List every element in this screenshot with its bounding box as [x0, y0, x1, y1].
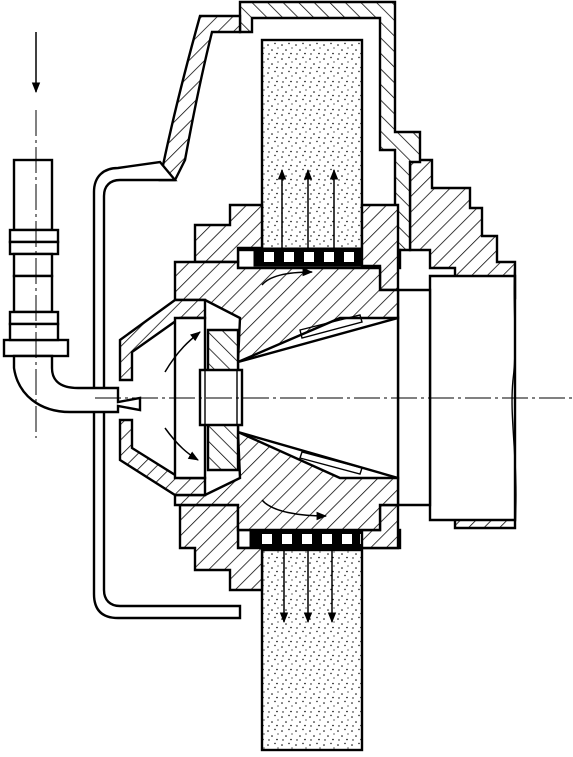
flow-arrow-icon [261, 499, 328, 521]
coolant-flow-arrows [31, 32, 339, 624]
spindle-break-line [511, 261, 517, 529]
spindle-collar-upper [408, 158, 517, 300]
flow-arrow-icon [164, 331, 201, 373]
flange-lower-left [178, 503, 264, 592]
spindle [396, 158, 517, 530]
pipe-nut-2 [8, 240, 60, 256]
grinding-wheel [236, 38, 402, 752]
taper-key-upper [299, 314, 363, 339]
pipe-fitting [12, 274, 54, 314]
perforated-ring-upper [253, 247, 377, 267]
wheel-lower-section [260, 548, 364, 752]
flow-arrow-icon [261, 267, 314, 286]
flow-arrow-icon [164, 427, 199, 461]
distributor-cup [118, 298, 244, 497]
pipe-nut-1 [8, 228, 60, 244]
perforated-ring-lower [249, 529, 377, 549]
coolant-hood [92, 160, 242, 620]
wheel-flange [178, 203, 400, 592]
pipe-nut-4 [8, 322, 60, 342]
pipe-body-upper [12, 158, 54, 232]
pipe-nut-3 [8, 310, 60, 326]
taper-key-lower [299, 451, 363, 475]
pipe-neck [12, 252, 54, 278]
guard-shoulder [158, 14, 242, 182]
coolant-pipe [2, 158, 142, 414]
wheel-upper-section [260, 38, 364, 252]
